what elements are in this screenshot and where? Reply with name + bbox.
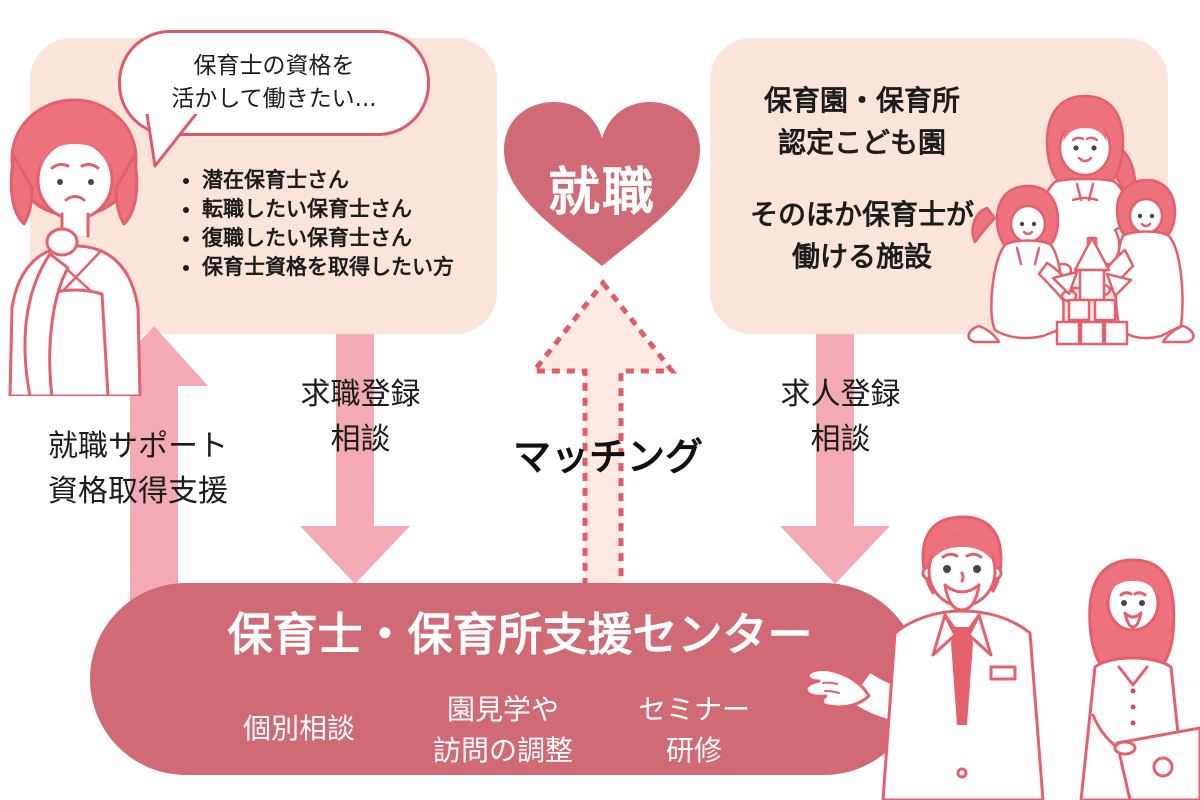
- employers-line4: 働ける施設: [791, 240, 932, 273]
- seek-label-line1: 求職登録: [300, 377, 421, 412]
- service-line: 訪問の調整: [432, 734, 573, 767]
- heart-label: 就職: [547, 163, 656, 223]
- employers-text-top: 保育園・保育所 認定こども園: [712, 80, 1012, 164]
- job-seek-arrow-down: [300, 334, 410, 584]
- matching-arrow-up: [528, 278, 678, 592]
- block: [1055, 320, 1081, 346]
- worried-woman-illustration: [8, 98, 142, 396]
- speech-bubble-line1: 保育士の資格を: [193, 53, 355, 79]
- employers-line3: そのほか保育士が: [749, 198, 974, 231]
- employers-line2: 認定こども園: [777, 126, 946, 159]
- block: [1067, 298, 1091, 322]
- seeker-type-item: 潜在保育士さん: [202, 166, 522, 195]
- service-line: 個別相談: [242, 712, 355, 745]
- job-post-arrow-label: 求人登録 相談: [748, 372, 933, 462]
- speech-bubble-line2: 活かして働きたい...: [171, 86, 377, 112]
- block-tower: [1078, 268, 1106, 302]
- seeker-type-item: 転職したい保育士さん: [202, 195, 522, 224]
- block: [1103, 320, 1129, 346]
- speech-bubble-text: 保育士の資格を 活かして働きたい...: [171, 50, 376, 116]
- laptop-icon: [1115, 726, 1200, 800]
- seeker-type-item: 保育士資格を取得したい方: [202, 253, 522, 282]
- job-post-arrow-down: [780, 334, 890, 584]
- staff-illustration: [804, 515, 1200, 800]
- speech-bubble-tail: [145, 114, 198, 168]
- support-label-line2: 資格取得支援: [48, 474, 228, 509]
- post-label-line1: 求人登録: [780, 377, 901, 412]
- block: [1079, 320, 1105, 346]
- matching-label: マッチング: [512, 435, 703, 479]
- service-line: 研修: [665, 734, 722, 767]
- seeker-types-list: 潜在保育士さん 転職したい保育士さん 復職したい保育士さん 保育士資格を取得した…: [178, 166, 522, 282]
- employers-line1: 保育園・保育所: [763, 84, 960, 117]
- service-line: 園見学や: [446, 693, 559, 726]
- block: [1093, 298, 1117, 322]
- teacher-children-illustration: [967, 94, 1195, 346]
- support-arrow-up: [100, 326, 208, 618]
- support-label-line1: 就職サポート: [48, 429, 228, 464]
- support-center-banner: [90, 583, 920, 775]
- job-seek-arrow-label: 求職登録 相談: [268, 372, 453, 462]
- post-label-line2: 相談: [810, 422, 871, 457]
- woman-eye: [57, 179, 63, 185]
- block-triangle: [1105, 272, 1133, 298]
- seeker-type-item: 復職したい保育士さん: [202, 224, 522, 253]
- seek-label-line2: 相談: [330, 422, 391, 457]
- speech-bubble: 保育士の資格を 活かして働きたい...: [118, 30, 430, 136]
- heart-icon: [504, 102, 700, 266]
- service-item-visits: 園見学や 訪問の調整: [413, 689, 593, 771]
- service-item-consult: 個別相談: [219, 708, 379, 749]
- woman-eye: [88, 179, 94, 185]
- support-center-title: 保育士・保育所支援センター: [227, 608, 813, 661]
- employers-text-bottom: そのほか保育士が 働ける施設: [712, 194, 1012, 278]
- block-triangle: [1051, 270, 1079, 296]
- service-item-seminar: セミナー 研修: [604, 689, 784, 771]
- support-arrow-label: 就職サポート 資格取得支援: [8, 424, 268, 514]
- necktie: [951, 627, 973, 725]
- service-line: セミナー: [637, 693, 750, 726]
